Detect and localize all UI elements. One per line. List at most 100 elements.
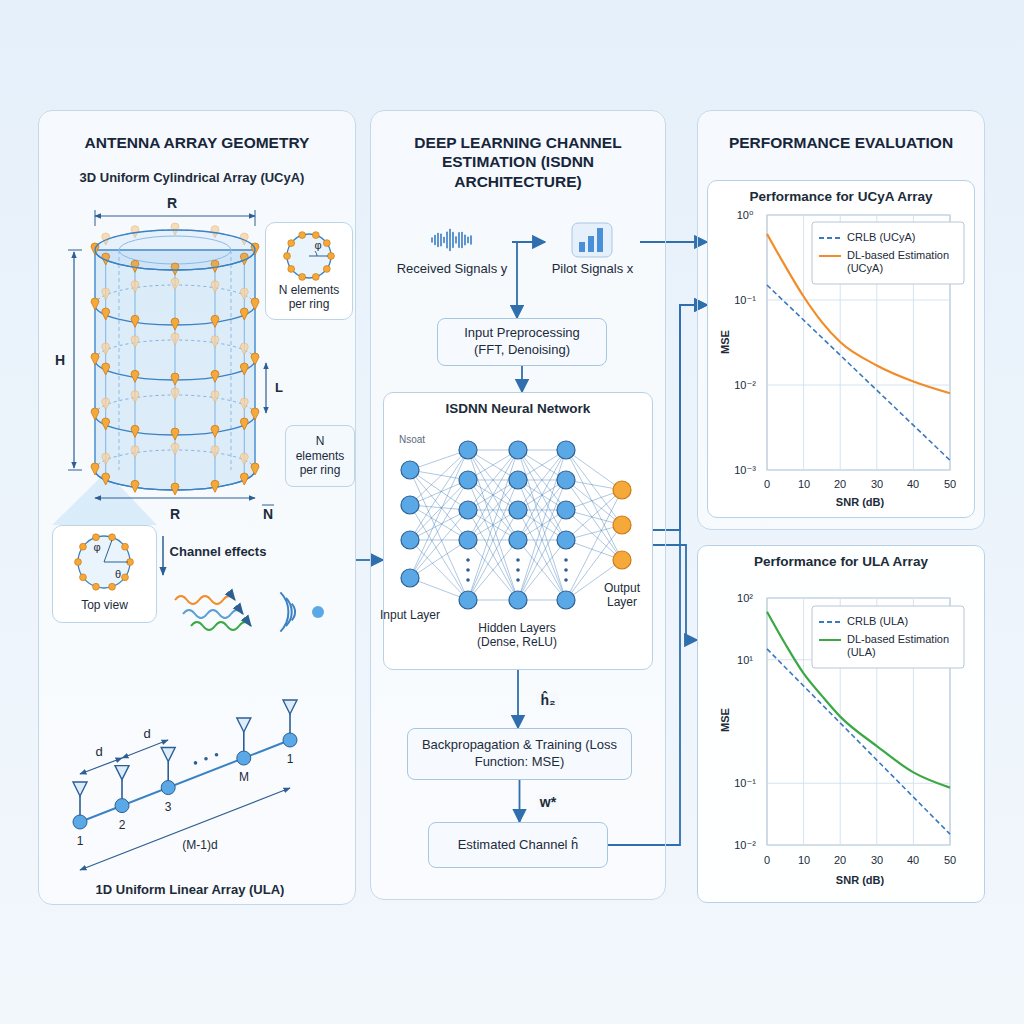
waveform-bar — [470, 236, 472, 244]
grid-line — [803, 598, 804, 845]
ring-outline — [287, 234, 331, 278]
nn-neuron — [613, 481, 631, 499]
antenna-element — [240, 398, 248, 410]
antenna-element — [102, 398, 110, 410]
nn-neuron — [401, 569, 419, 587]
tick-label: 0 — [764, 854, 770, 867]
nn-weight — [518, 540, 566, 600]
ring-element — [328, 253, 335, 260]
ellipsis-dot — [516, 558, 520, 562]
antenna-element — [251, 408, 259, 420]
nn-weight — [468, 540, 518, 600]
nn-weight — [518, 540, 566, 600]
nn-neuron — [509, 591, 527, 609]
nn-weight — [518, 450, 566, 600]
geometry-panel: ANTENNA ARRAY GEOMETRYN elements per rin… — [38, 110, 356, 905]
dimension-tick — [68, 470, 82, 471]
angle-ray — [309, 256, 328, 257]
nn-weight — [566, 510, 622, 560]
ring-element — [93, 534, 100, 541]
ring-element — [284, 253, 291, 260]
legend-entry: DL-based Estimation (ULA) — [818, 633, 959, 659]
dimension-line — [80, 758, 122, 774]
waveform-bar — [437, 234, 439, 247]
waveform-bar — [455, 237, 457, 243]
antenna-head — [73, 782, 87, 796]
dimension-tick — [255, 210, 256, 226]
nn-weight — [468, 540, 518, 600]
tick-label: 10⁻² — [734, 839, 756, 852]
box-text: ISDNN Neural Network — [446, 401, 591, 416]
nn-weight — [566, 490, 622, 540]
antenna-element — [240, 453, 248, 465]
box-text: Backpropagation & Training (Loss Functio… — [418, 737, 621, 771]
dimension-tick — [262, 505, 274, 506]
grid-line — [767, 598, 950, 599]
antenna-element — [251, 353, 259, 365]
flow-arrow — [608, 305, 707, 845]
panel-heading: DEEP LEARNING CHANNEL ESTIMATION (ISDNN … — [383, 133, 653, 191]
antenna-element — [211, 370, 219, 382]
ellipsis-dot — [466, 558, 470, 562]
box-fill — [383, 392, 653, 670]
antenna-element — [102, 473, 110, 485]
nn-weight — [518, 450, 566, 600]
ring-inset: N elements per ring — [265, 222, 353, 320]
antenna-base — [237, 751, 251, 765]
box-fill — [265, 222, 353, 320]
array-title: 1D Uniform Linear Array (ULA) — [96, 883, 285, 898]
antenna-element — [211, 315, 219, 327]
pilot-bar — [588, 236, 594, 252]
dimension-tick — [68, 250, 82, 251]
tick-label: 10⁻³ — [734, 464, 756, 477]
tick-label: 40 — [907, 478, 919, 491]
waveform-bar — [464, 235, 466, 244]
dimension-label: R — [170, 506, 180, 522]
antenna-element — [211, 336, 219, 348]
box-text: Received Signals y — [397, 261, 508, 277]
antenna-element — [131, 315, 139, 327]
nn-neuron — [509, 441, 527, 459]
bound-curve — [767, 285, 950, 460]
element-number: 3 — [165, 801, 172, 815]
nn-neuron — [459, 471, 477, 489]
flow-arrow — [519, 780, 521, 822]
antenna-element — [131, 370, 139, 382]
ellipsis-dot — [466, 578, 470, 582]
legend-swatch — [818, 634, 842, 646]
ring-callout: N elements per ring — [285, 425, 355, 487]
dimension-label: L — [275, 381, 283, 396]
nn-weight — [518, 510, 566, 600]
array-baseline — [80, 740, 290, 822]
grid-line — [767, 300, 950, 301]
nn-neuron — [401, 531, 419, 549]
antenna-element — [171, 388, 179, 400]
antenna-element — [102, 453, 110, 465]
nn-neuron — [613, 551, 631, 569]
ring-element — [75, 559, 82, 566]
tick-label: 20 — [834, 854, 846, 867]
antenna-element — [171, 318, 179, 330]
multipath-wave — [175, 596, 235, 604]
cylinder-top — [95, 230, 255, 270]
nn-weight — [518, 450, 566, 540]
box-text: Top view — [81, 598, 128, 612]
tick-label: 10⁻¹ — [734, 294, 756, 307]
tick-label: 10 — [798, 854, 810, 867]
ring-element — [122, 543, 129, 550]
antenna-element — [131, 425, 139, 437]
ring-outline — [78, 536, 130, 588]
ring-element — [323, 240, 330, 247]
legend-swatch — [818, 250, 842, 262]
nn-weight — [468, 450, 518, 600]
nn-weight — [410, 505, 468, 600]
antenna-element — [171, 443, 179, 455]
waveform-bar — [449, 230, 451, 251]
box-text: Estimated Channel ĥ — [458, 837, 579, 854]
box-fill — [38, 110, 356, 905]
effect-arrow — [162, 536, 164, 575]
bound-curve — [767, 649, 950, 834]
antenna-head — [283, 700, 297, 714]
antenna-element — [102, 343, 110, 355]
